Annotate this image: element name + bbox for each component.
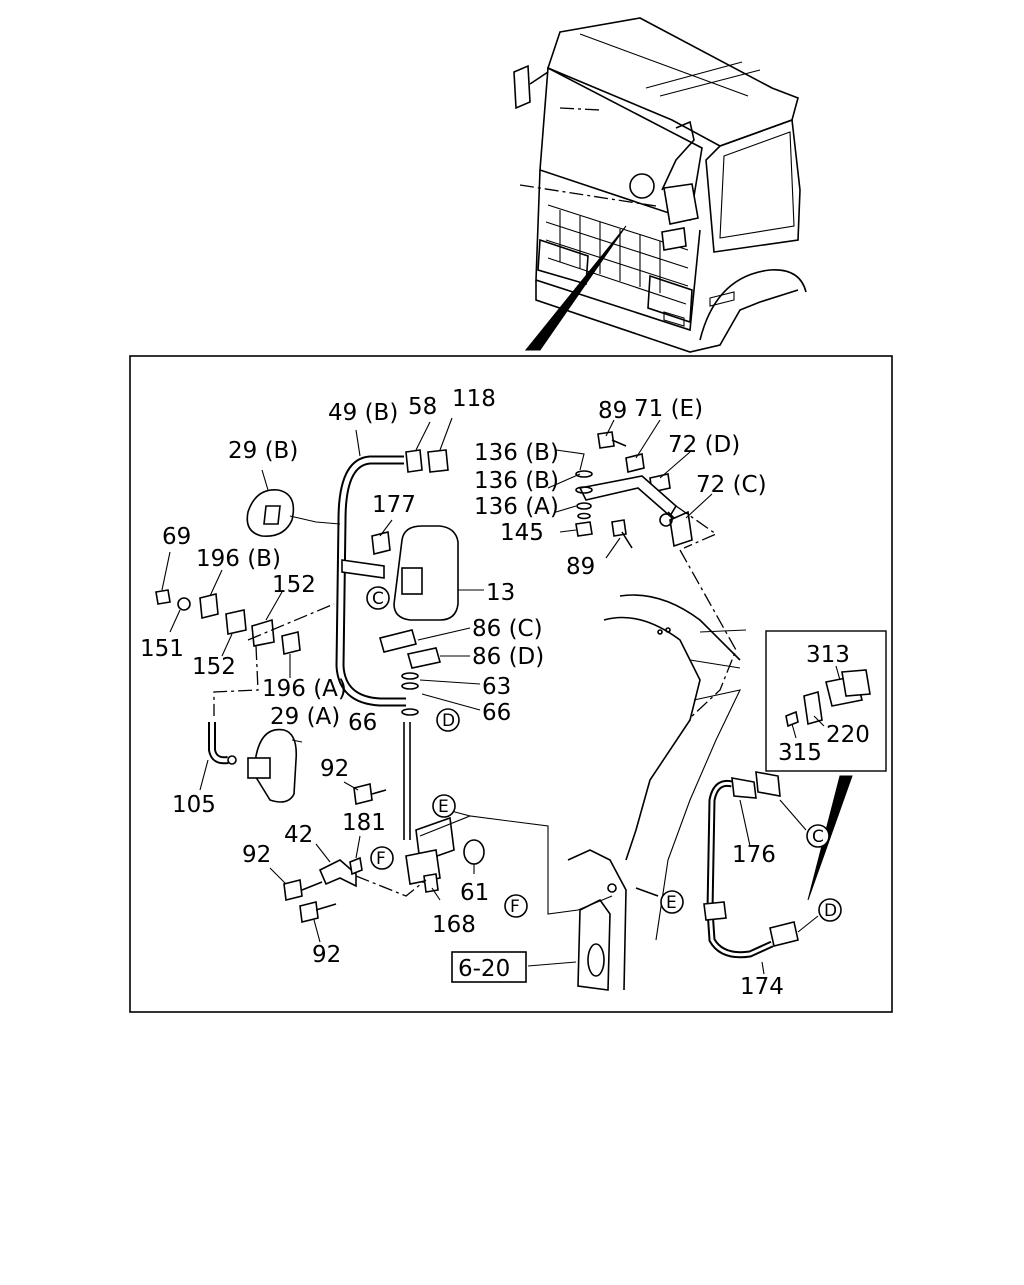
- label-177: 177: [372, 492, 416, 518]
- label-13: 13: [486, 580, 515, 606]
- cab-pillar-outline: [567, 594, 747, 991]
- connector-e-right: E: [666, 893, 677, 913]
- label-168: 168: [432, 912, 476, 938]
- connector-e-left: E: [438, 797, 449, 817]
- label-152-top: 152: [272, 572, 316, 598]
- label-151: 151: [140, 636, 184, 662]
- part-number-labels: 89 71 (E) 72 (D) 72 (C) 136 (B) 136 (B) …: [140, 386, 870, 1000]
- label-86c: 86 (C): [472, 616, 543, 642]
- label-92-bottom: 92: [312, 942, 341, 968]
- label-29b: 29 (B): [228, 438, 298, 464]
- label-136a: 136 (A): [474, 494, 559, 520]
- label-315: 315: [778, 740, 822, 766]
- mirror-stay-49b: [335, 417, 484, 716]
- connector-d-right: D: [824, 901, 837, 921]
- label-66-right: 66: [482, 700, 511, 726]
- label-72d: 72 (D): [668, 432, 740, 458]
- detail-frame: [129, 355, 893, 1013]
- under-mirror-assembly: [155, 469, 341, 803]
- connector-markers: C D E F E F C D: [366, 586, 842, 922]
- label-49b: 49 (B): [328, 400, 398, 426]
- label-89-top: 89: [598, 398, 627, 424]
- connector-c-right: C: [812, 827, 824, 847]
- label-92-mid: 92: [242, 842, 271, 868]
- label-313: 313: [806, 642, 850, 668]
- label-174: 174: [740, 974, 784, 1000]
- label-72c: 72 (C): [696, 472, 767, 498]
- label-ref-6-20: 6-20: [458, 956, 510, 982]
- connector-c-left: C: [372, 589, 384, 609]
- label-105: 105: [172, 792, 216, 818]
- truck-cab-illustration: [513, 17, 807, 353]
- label-196a: 196 (A): [262, 676, 347, 702]
- connector-f-left: F: [376, 849, 386, 869]
- mirror-bracket-assembly: [547, 419, 737, 719]
- lower-bracket-assembly: [269, 722, 659, 967]
- label-152-bottom: 152: [192, 654, 236, 680]
- label-86d: 86 (D): [472, 644, 544, 670]
- label-92-top: 92: [320, 756, 349, 782]
- label-66-left: 66: [348, 710, 377, 736]
- label-61: 61: [460, 880, 489, 906]
- label-136b-2: 136 (B): [474, 468, 559, 494]
- mirror-heater-harness: [703, 771, 853, 975]
- label-29a: 29 (A): [270, 704, 340, 730]
- label-181: 181: [342, 810, 386, 836]
- label-145: 145: [500, 520, 544, 546]
- label-176: 176: [732, 842, 776, 868]
- reference-6-20: 6-20: [451, 951, 527, 983]
- connector-inset: [785, 665, 871, 739]
- label-89-bottom: 89: [566, 554, 595, 580]
- label-69: 69: [162, 524, 191, 550]
- label-220: 220: [826, 722, 870, 748]
- connector-inset-frame: [765, 630, 887, 772]
- label-196b: 196 (B): [196, 546, 281, 572]
- connector-d-left: D: [442, 711, 455, 731]
- label-71e: 71 (E): [634, 396, 703, 422]
- label-58: 58: [408, 394, 437, 420]
- label-118: 118: [452, 386, 496, 412]
- label-42: 42: [284, 822, 313, 848]
- label-63: 63: [482, 674, 511, 700]
- label-136b-1: 136 (B): [474, 440, 559, 466]
- connector-f-right: F: [510, 897, 520, 917]
